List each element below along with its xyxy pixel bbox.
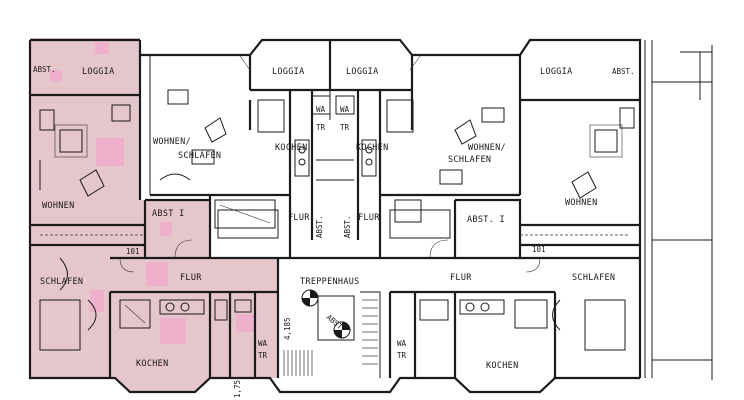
label-r-flur: FLUR <box>450 273 472 283</box>
label-dim-bottom: 1,75 <box>233 380 242 398</box>
label-left-abst-i: ABST I <box>152 209 185 219</box>
label-cl-wa: WA <box>316 105 326 114</box>
furniture <box>39 55 635 351</box>
label-cr-tr: TR <box>340 123 350 132</box>
label-cr-loggia: LOGGIA <box>346 67 379 77</box>
highlight-markers <box>50 42 254 344</box>
label-r-101: 101 <box>532 245 546 254</box>
label-r-wa: WA <box>397 339 407 348</box>
label-r-wohnen: WOHNEN <box>565 198 598 208</box>
label-cl-wohnen-1: WOHNEN/ <box>153 137 191 147</box>
label-left-kochen: KOCHEN <box>136 359 169 369</box>
label-left-wohnen: WOHNEN <box>42 201 75 211</box>
label-cr-wa: WA <box>340 105 350 114</box>
label-cr-abst: ABST. <box>343 215 352 238</box>
stair-steps <box>283 299 378 376</box>
label-left-101: 101 <box>126 247 140 256</box>
label-cl-tr: TR <box>316 123 326 132</box>
label-cl-flur: FLUR <box>288 213 310 223</box>
label-cl-wohnen-2: SCHLAFEN <box>178 151 221 161</box>
label-stair-abst: ABST <box>325 313 345 332</box>
label-cl-loggia: LOGGIA <box>272 67 305 77</box>
label-cr-wohnen-1: WOHNEN/ <box>468 143 506 153</box>
label-left-loggia: LOGGIA <box>82 67 115 77</box>
label-r-abst-i: ABST. I <box>467 215 505 225</box>
label-dim-vertical: 4,185 <box>283 317 292 340</box>
label-treppenhaus: TREPPENHAUS <box>300 277 360 287</box>
label-r-schlafen: SCHLAFEN <box>572 273 615 283</box>
label-left-flur: FLUR <box>180 273 202 283</box>
label-r-abst: ABST. <box>612 67 635 76</box>
label-cr-wohnen-2: SCHLAFEN <box>448 155 491 165</box>
label-r-loggia: LOGGIA <box>540 67 573 77</box>
label-r-kochen: KOCHEN <box>486 361 519 371</box>
label-left-schlafen: SCHLAFEN <box>40 277 83 287</box>
label-cl-kochen: KOCHEN <box>275 143 308 153</box>
label-left-tr: TR <box>258 351 268 360</box>
interior-walls <box>30 55 640 378</box>
label-r-tr: TR <box>397 351 407 360</box>
label-left-wa: WA <box>258 339 268 348</box>
label-cr-flur: FLUR <box>358 213 380 223</box>
label-left-abst: ABST. <box>33 65 56 74</box>
label-cr-kochen: KOCHEN <box>356 143 389 153</box>
label-cl-abst: ABST. <box>315 215 324 238</box>
stair-markers <box>301 289 355 341</box>
